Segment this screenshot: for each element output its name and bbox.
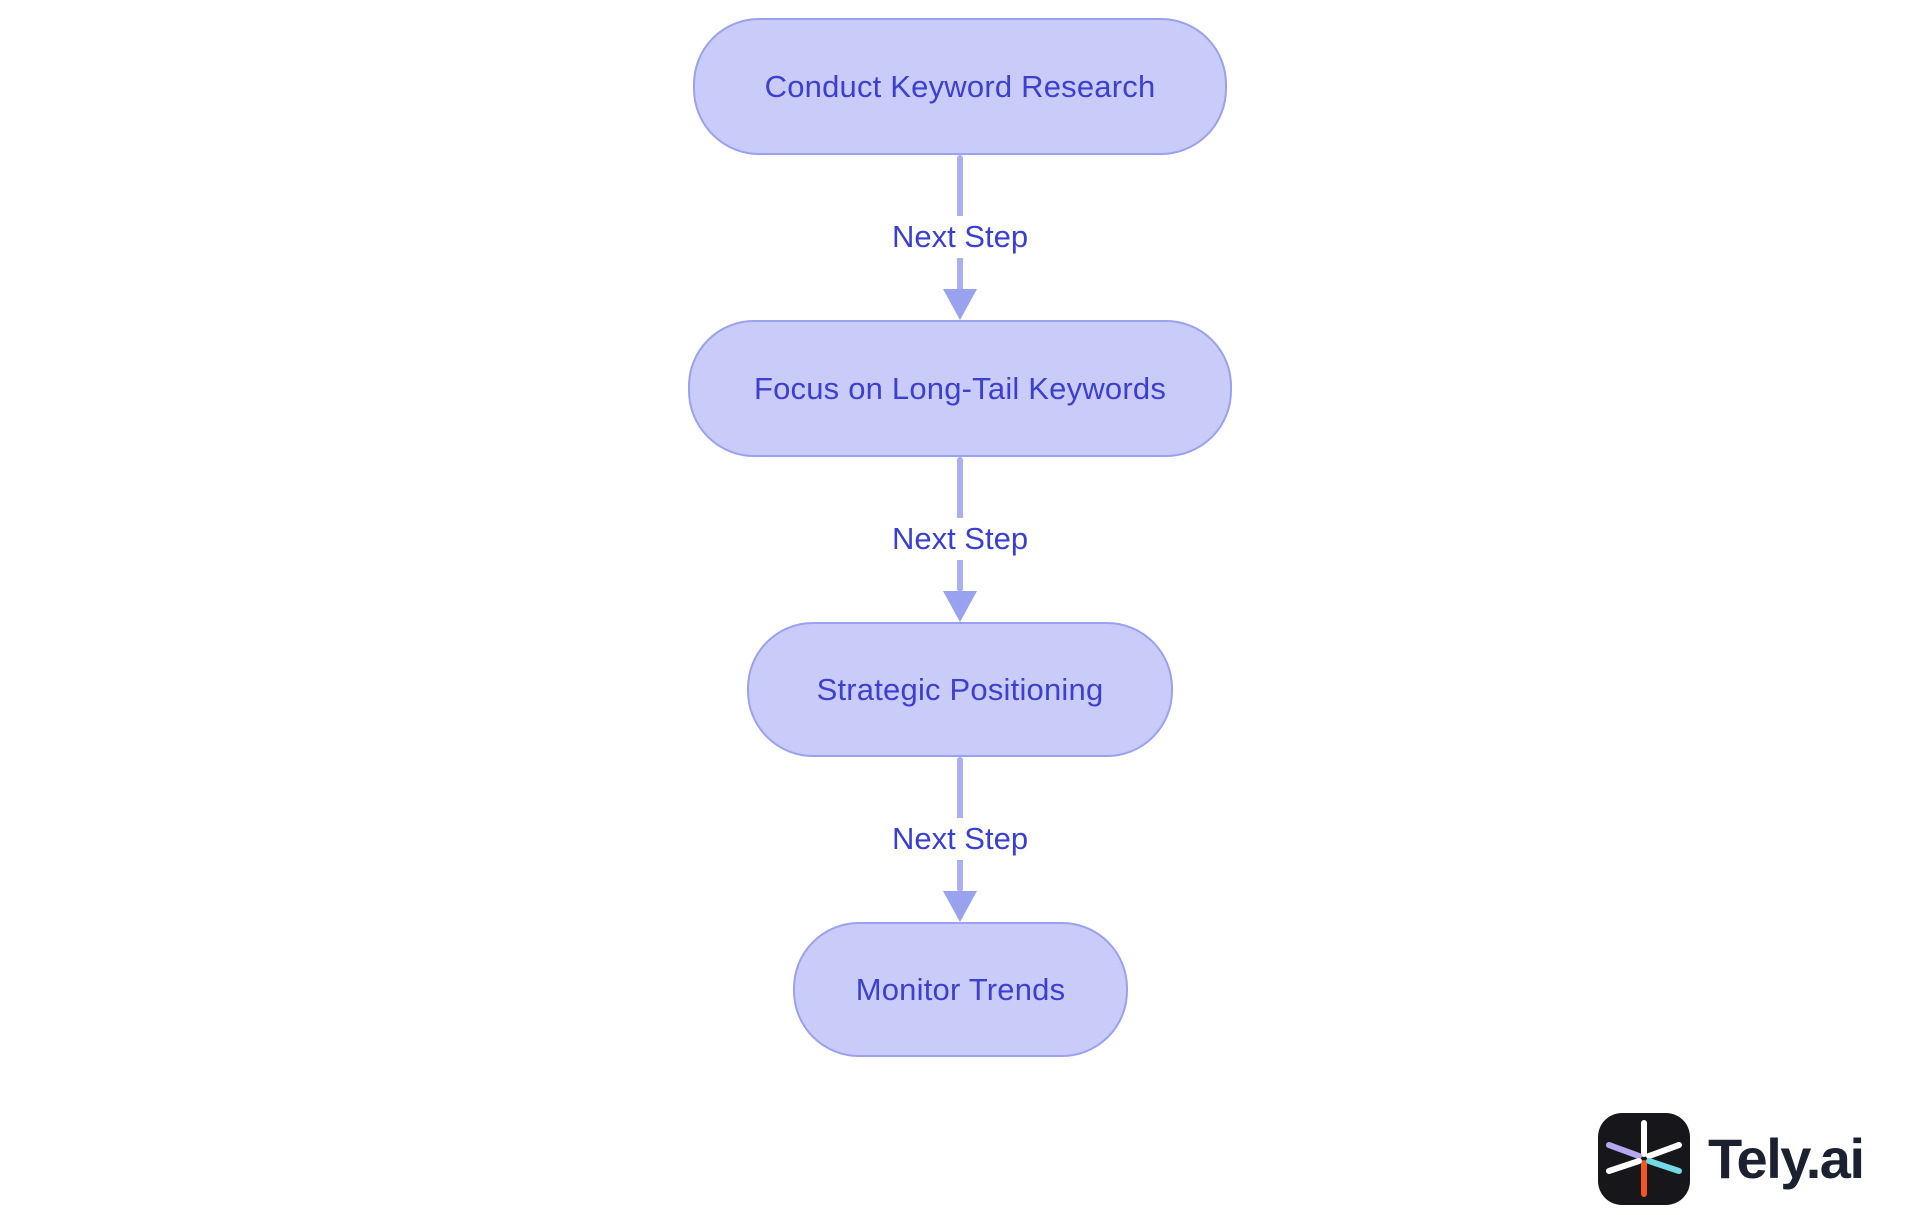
tely-wordmark: Tely.ai [1708,1127,1865,1190]
asterisk-spark-icon [1606,1120,1682,1197]
edge-label-2: Next Step [882,518,1038,560]
node-conduct-keyword-research: Conduct Keyword Research [693,18,1227,155]
tely-logo-box [1598,1113,1690,1205]
node-focus-long-tail-keywords: Focus on Long-Tail Keywords [688,320,1232,457]
arrowhead-icon-1 [943,289,977,320]
node-strategic-positioning: Strategic Positioning [747,622,1173,757]
edge-label-3: Next Step [882,818,1038,860]
tely-logo: Tely.ai [1598,1113,1865,1205]
edge-label-1: Next Step [882,216,1038,258]
node-monitor-trends: Monitor Trends [793,922,1128,1057]
arrowhead-icon-3 [943,891,977,922]
arrowhead-icon-2 [943,591,977,622]
